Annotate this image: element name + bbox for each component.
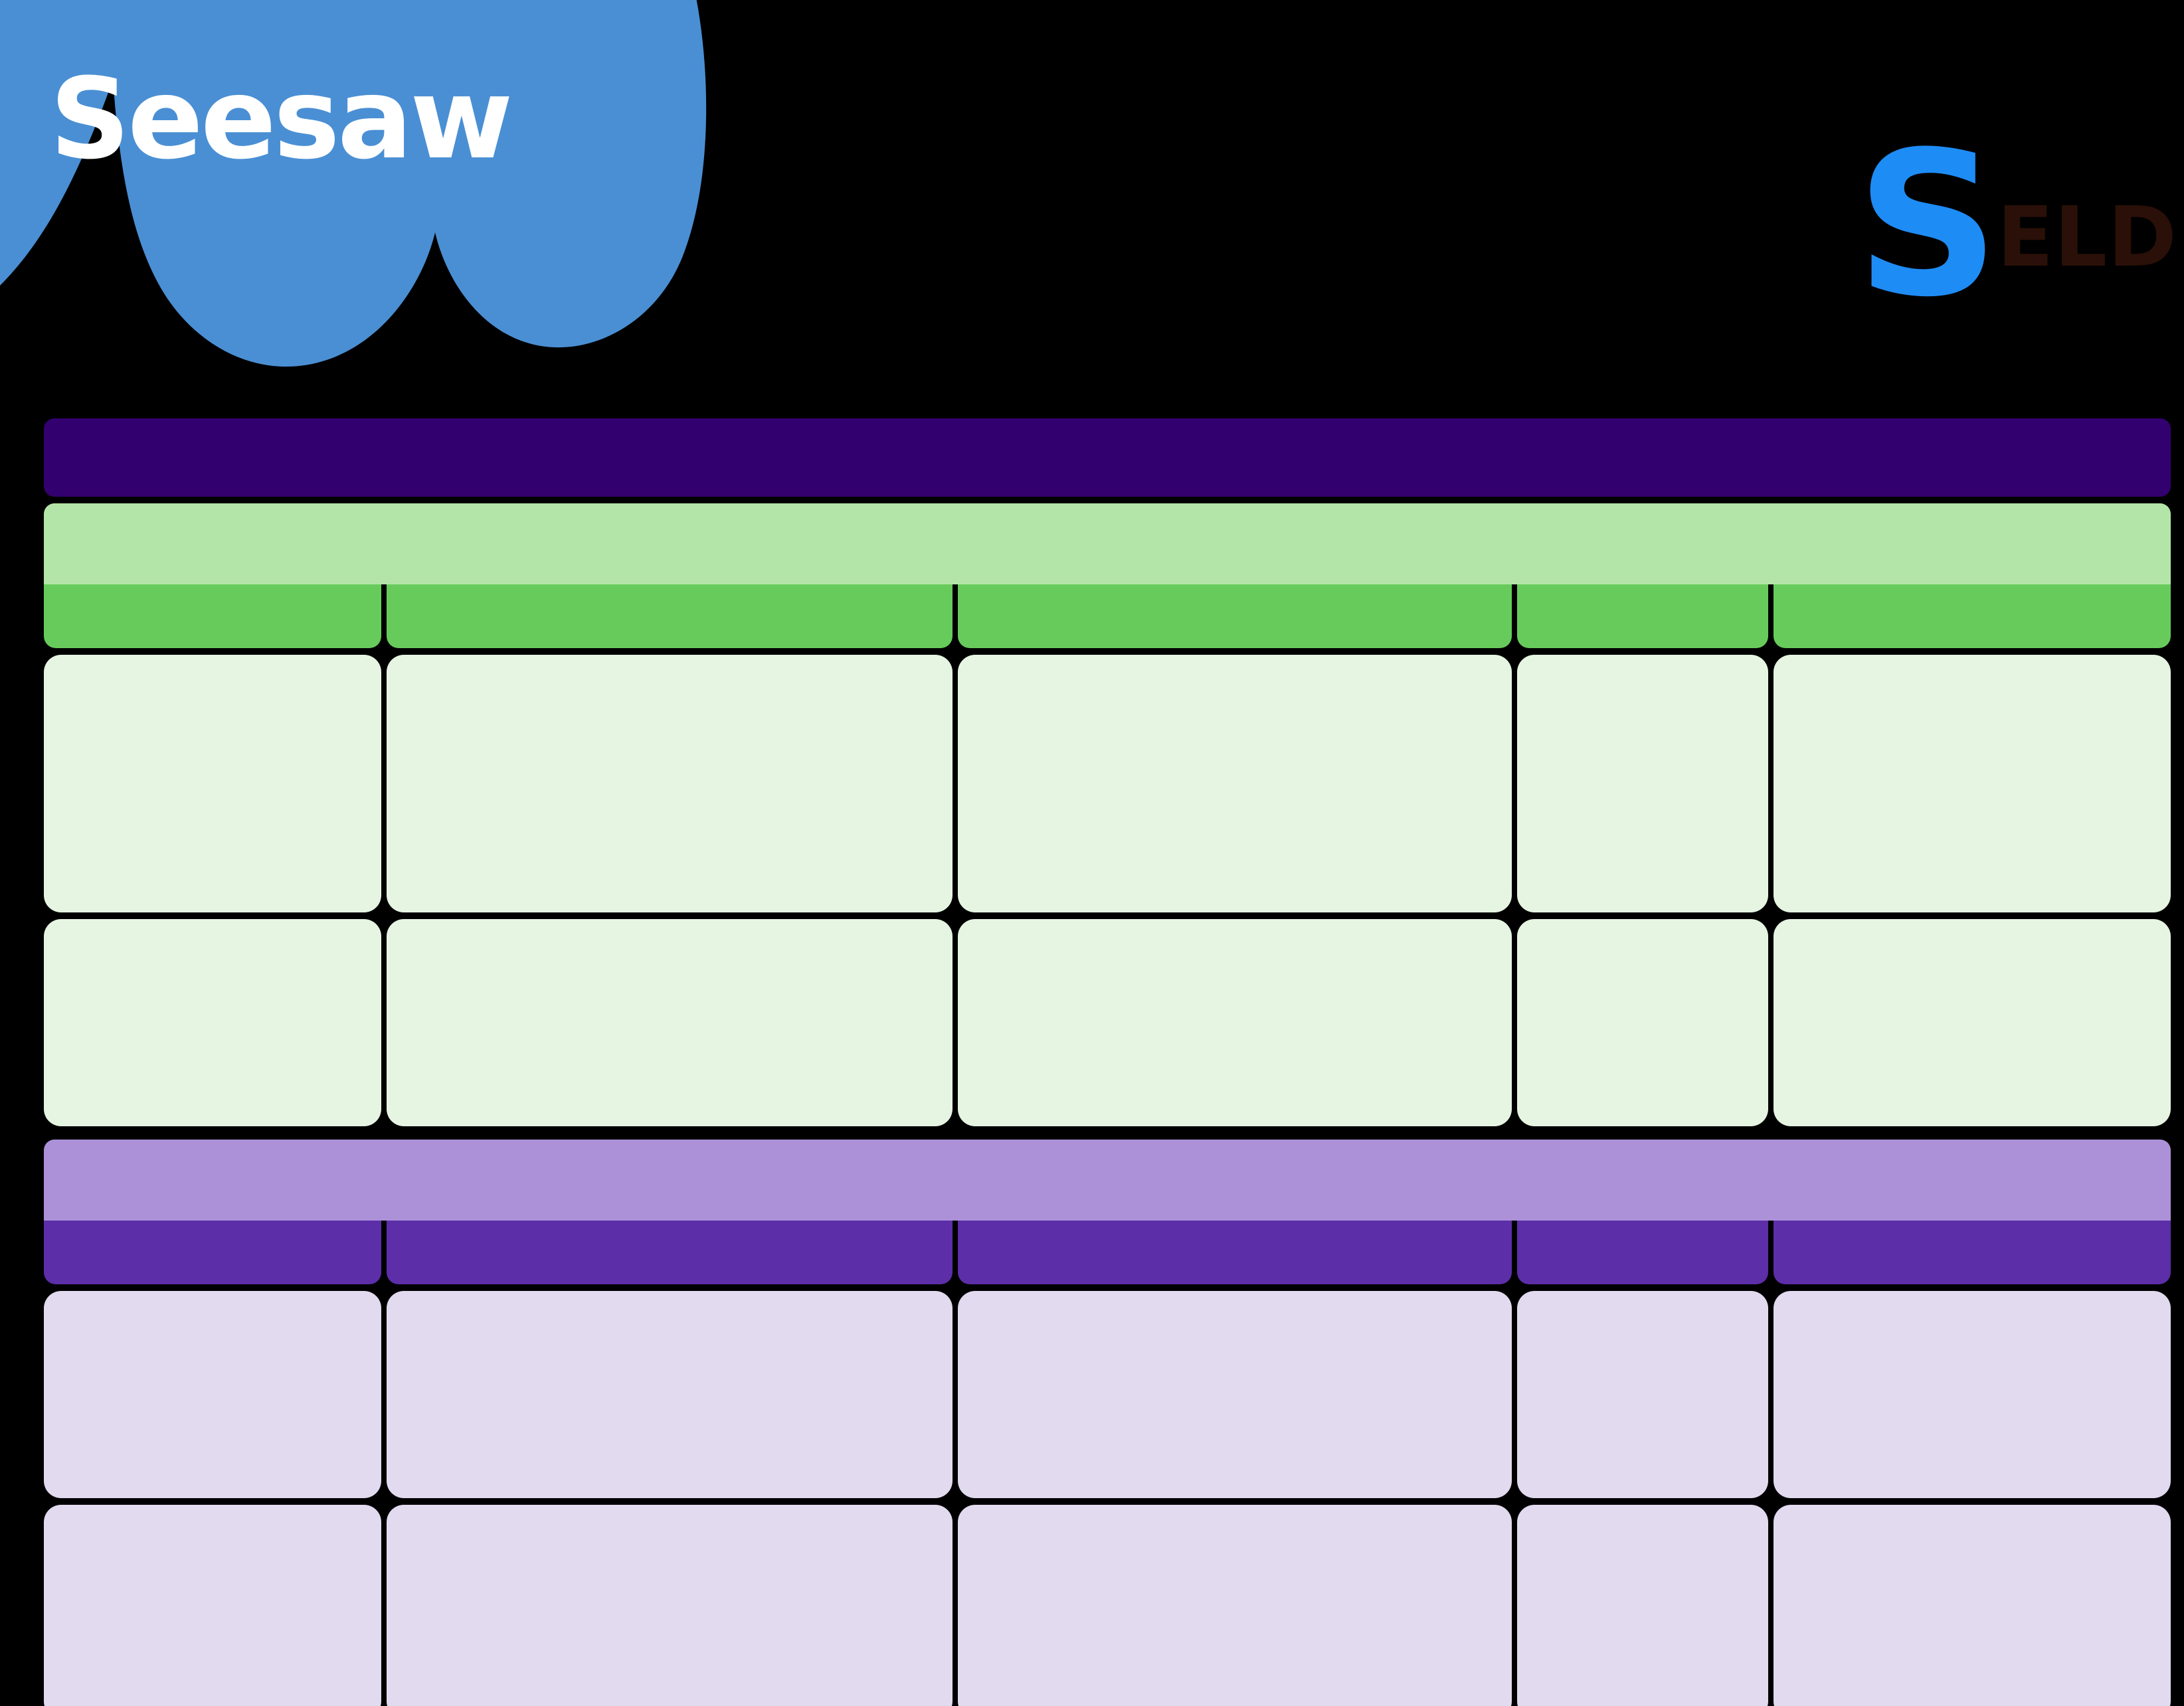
seesaw-wordmark: Seesaw	[50, 54, 513, 184]
section-banner-purple	[44, 1140, 2171, 1221]
cell-purple-r2-c5[interactable]	[1774, 1505, 2171, 1706]
cell-purple-r1-c4[interactable]	[1517, 1291, 1768, 1498]
eld-label: ELD	[1997, 189, 2177, 286]
cell-green-r1-c5[interactable]	[1774, 655, 2171, 912]
column-header-green-3[interactable]	[958, 584, 1512, 648]
column-header-green-5[interactable]	[1774, 584, 2171, 648]
eld-logo-lockup: S ELD	[1856, 109, 2177, 341]
cell-green-r2-c1[interactable]	[44, 919, 381, 1126]
cell-purple-r2-c3[interactable]	[958, 1505, 1512, 1706]
table-row	[44, 655, 2171, 912]
cell-purple-r2-c1[interactable]	[44, 1505, 381, 1706]
column-header-purple-5[interactable]	[1774, 1221, 2171, 1284]
column-header-row-purple	[44, 1221, 2171, 1284]
section-purple	[44, 1140, 2171, 1706]
cell-purple-r1-c2[interactable]	[387, 1291, 953, 1498]
column-header-purple-2[interactable]	[387, 1221, 953, 1284]
cell-purple-r1-c1[interactable]	[44, 1291, 381, 1498]
cell-green-r2-c2[interactable]	[387, 919, 953, 1126]
cell-purple-r1-c3[interactable]	[958, 1291, 1512, 1498]
cell-green-r1-c3[interactable]	[958, 655, 1512, 912]
cell-purple-r2-c2[interactable]	[387, 1505, 953, 1706]
section-green	[44, 503, 2171, 1126]
planner-table	[44, 418, 2171, 1706]
column-header-green-1[interactable]	[44, 584, 381, 648]
column-header-green-2[interactable]	[387, 584, 953, 648]
table-row	[44, 1505, 2171, 1706]
cell-purple-r2-c4[interactable]	[1517, 1505, 1768, 1706]
table-row	[44, 919, 2171, 1126]
column-header-purple-3[interactable]	[958, 1221, 1512, 1284]
cell-green-r2-c5[interactable]	[1774, 919, 2171, 1126]
cell-green-r2-c4[interactable]	[1517, 919, 1768, 1126]
column-header-purple-1[interactable]	[44, 1221, 381, 1284]
column-header-row-green	[44, 584, 2171, 648]
column-header-green-4[interactable]	[1517, 584, 1768, 648]
cell-green-r1-c2[interactable]	[387, 655, 953, 912]
cell-purple-r1-c5[interactable]	[1774, 1291, 2171, 1498]
planner-title-bar	[44, 418, 2171, 497]
table-row	[44, 1291, 2171, 1498]
eld-s-glyph-icon: S	[1856, 109, 1999, 341]
column-header-purple-4[interactable]	[1517, 1221, 1768, 1284]
cell-green-r1-c4[interactable]	[1517, 655, 1768, 912]
cell-green-r1-c1[interactable]	[44, 655, 381, 912]
section-banner-green	[44, 503, 2171, 584]
cell-green-r2-c3[interactable]	[958, 919, 1512, 1126]
